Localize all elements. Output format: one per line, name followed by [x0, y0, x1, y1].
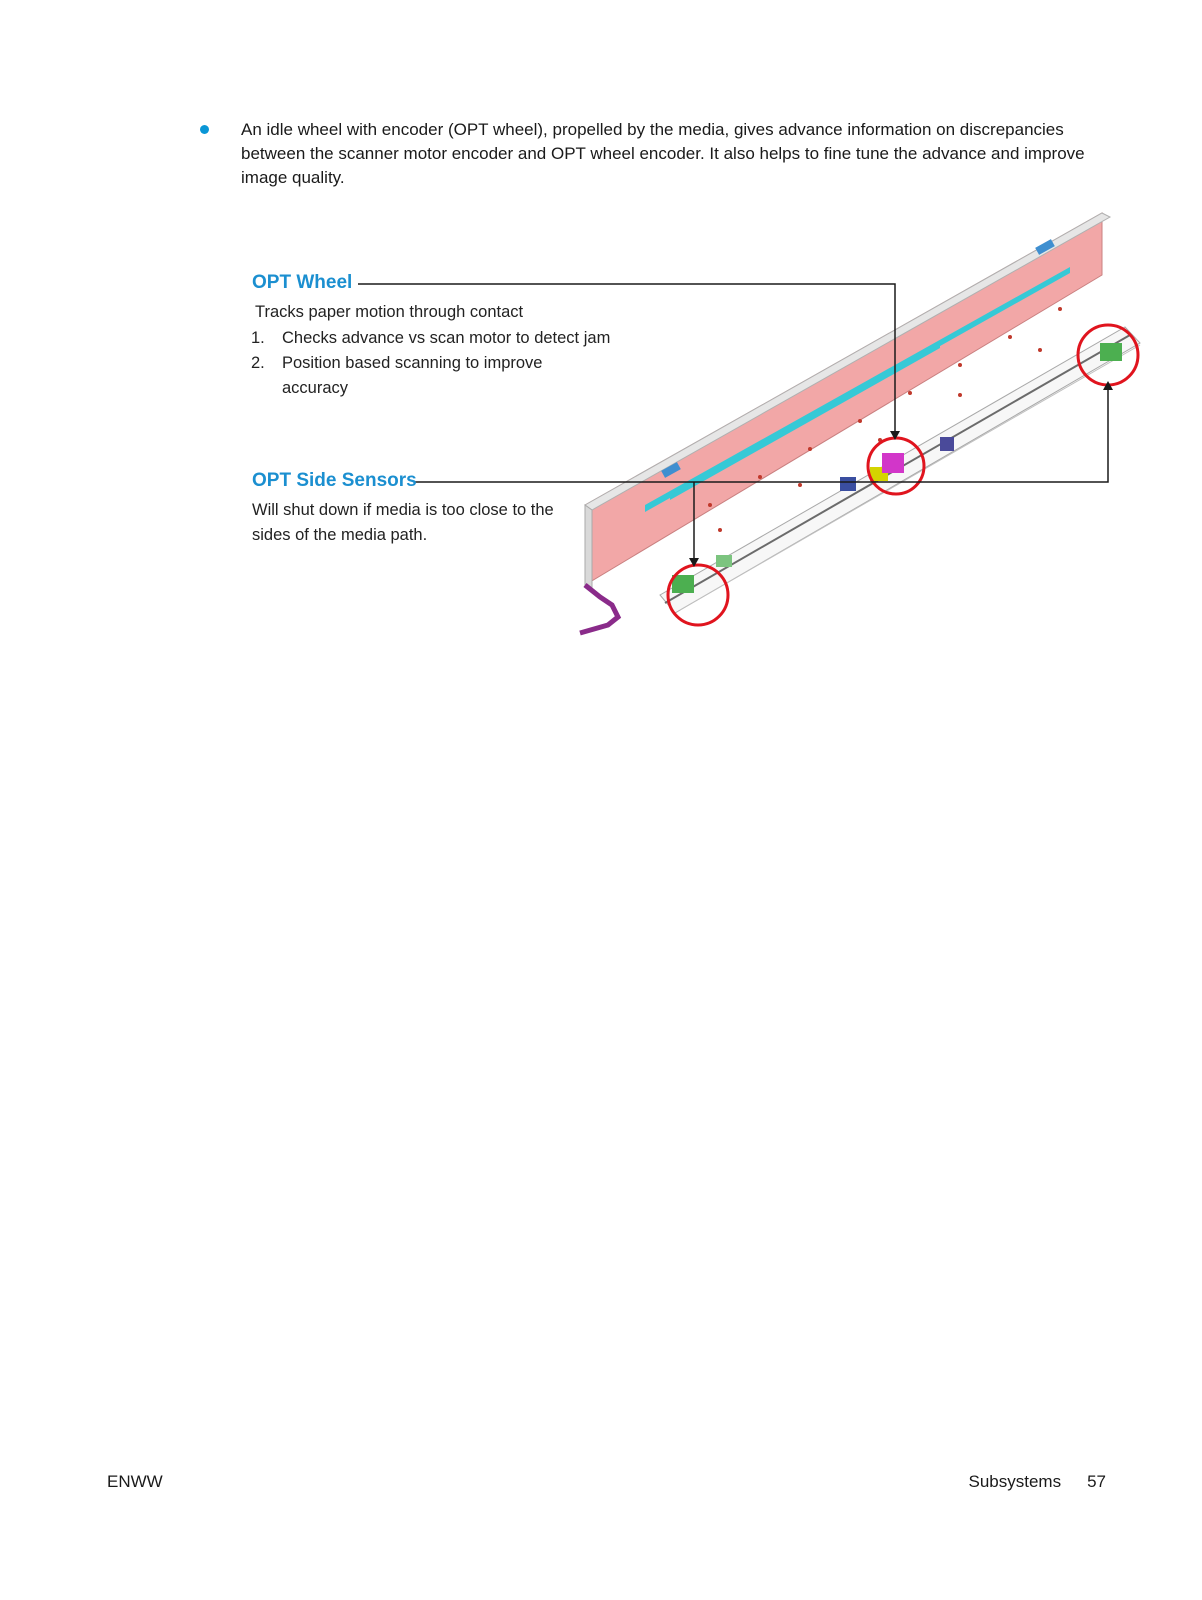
media-path-edge [679, 344, 1141, 611]
opt-side-sensors-description: Will shut down if media is too close to … [252, 501, 554, 544]
opt-wheel-leader [358, 283, 896, 433]
footer-left: ENWW [107, 1472, 163, 1491]
arrowhead [1103, 381, 1113, 390]
component [882, 453, 904, 473]
footer-section: Subsystems [968, 1472, 1062, 1491]
list-item: 1. Checks advance vs scan motor to detec… [251, 326, 631, 351]
bullet-icon [200, 125, 209, 134]
arrowhead [890, 431, 900, 440]
opt-wheel-list: 1. Checks advance vs scan motor to detec… [251, 326, 631, 401]
scanner-illustration [358, 212, 1141, 636]
cable-assembly [579, 583, 622, 636]
bullet-text: An idle wheel with encoder (OPT wheel), … [241, 120, 1085, 187]
opt-side-sensors-title: OPT Side Sensors [252, 470, 417, 491]
side-sensors-leader [414, 388, 1109, 483]
scanner-label [1035, 239, 1055, 255]
list-item: 2. Position based scanning to improve ac… [251, 351, 582, 401]
opt-wheel-title: OPT Wheel [252, 272, 353, 293]
scanner-markers [708, 307, 1062, 532]
opt-figure: OPT Wheel Tracks paper motion through co… [240, 205, 1160, 655]
list-item-number: 2. [251, 354, 265, 372]
list-item-number: 1. [251, 329, 265, 347]
component [716, 555, 732, 567]
list-item-text: Checks advance vs scan motor to detect j… [282, 329, 611, 347]
footer-right: Subsystems 57 [968, 1472, 1106, 1492]
component [940, 437, 954, 451]
component [672, 575, 694, 593]
scanner-label [661, 462, 681, 478]
side-sensor-circle-left [666, 563, 730, 627]
component [840, 477, 856, 491]
component [1100, 343, 1122, 361]
list-item-text: Position based scanning to improve accur… [282, 354, 543, 397]
opt-wheel-description: Tracks paper motion through contact [255, 303, 524, 321]
page-number: 57 [1087, 1472, 1106, 1491]
arrowhead [689, 558, 699, 567]
scanner-strip [670, 343, 940, 500]
scanner-body-top [584, 212, 1112, 511]
scanner-body-side [584, 504, 593, 591]
